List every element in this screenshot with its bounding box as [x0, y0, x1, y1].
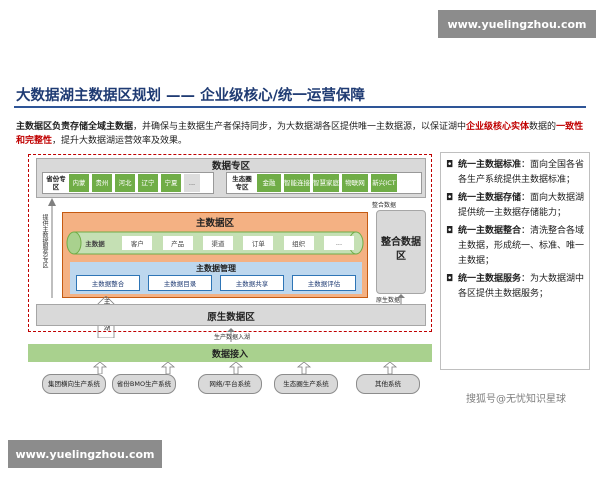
watermark-bottom: www.yuelingzhou.com	[8, 440, 162, 468]
master-entity: 渠道	[202, 236, 233, 250]
intro-text-2: 数据的	[529, 122, 557, 132]
ecology-chip: 物联网	[342, 174, 368, 192]
data-access-bar	[28, 344, 432, 362]
master-mgmt-row: 主数据整合 主数据目录 主数据共享 主数据评估	[76, 275, 356, 291]
ecology-chip: 智能连接	[284, 174, 310, 192]
bullet-icon: ◘	[446, 193, 454, 203]
province-chip: 宁夏	[161, 174, 181, 192]
bullet-item: ◘ 统一主数据标准：面向全国各省各生产系统提供主数据标准；	[446, 158, 586, 188]
master-entity-label: 主数据	[85, 240, 105, 248]
page-title: 大数据湖主数据区规划 —— 企业级核心/统一运营保障	[16, 88, 365, 104]
ingest-arrow	[227, 328, 235, 342]
intro-highlight-3: 一致性和完整性	[16, 122, 584, 146]
title-underline	[14, 106, 586, 108]
bullet-text: ：面向大数据湖提供统一主数据存储能力；	[458, 193, 585, 218]
ecology-chip: 智慧家庭	[313, 174, 339, 192]
bullet-icon: ◘	[446, 274, 454, 284]
raw-data-zone-title: 原生数据区	[207, 312, 255, 323]
master-entity: 组织	[283, 236, 314, 250]
footer-watermark: 搜狐号@无忧知识星球	[466, 394, 566, 405]
master-entity: 产品	[162, 236, 193, 250]
source-arrows	[92, 362, 398, 374]
source-system: 集团横向生产系统	[42, 374, 106, 394]
province-zone-group: 省份专区 内蒙 贵州 河北 辽宁 宁夏 ...	[42, 172, 214, 194]
bullet-text: ：面向全国各省各生产系统提供主数据标准；	[458, 160, 585, 185]
data-access-title: 数据接入	[211, 350, 248, 360]
bullet-item: ◘ 统一主数据整合：清洗整合各域主数据，形成统一、标准、唯一主数据；	[446, 224, 586, 269]
ecology-chip: 金融	[257, 174, 281, 192]
intro-text-3: ，提升大数据湖运营效率及效果。	[52, 136, 188, 146]
province-chip-more: ...	[184, 174, 200, 192]
left-up-arrow	[48, 198, 56, 298]
intro-highlight-1: 主数据区负责存储全域主数据	[16, 122, 134, 132]
raw-data-label: 原生数据	[376, 297, 401, 304]
province-chip: 辽宁	[138, 174, 158, 192]
master-data-management-title: 主数据管理	[196, 264, 236, 273]
bullet-text: ：为大数据湖中各区提供主数据服务；	[458, 274, 585, 299]
bullet-item: ◘ 统一主数据服务：为大数据湖中各区提供主数据服务；	[446, 272, 586, 302]
ecology-zone-group: 生态圈专区 金融 智能连接 智慧家庭 物联网 新兴ICT	[226, 172, 422, 194]
province-chip: 河北	[115, 174, 135, 192]
master-entity-row: 主数据 客户 产品 渠道 订单 组织 ...	[78, 236, 354, 250]
bullet-title: 统一主数据整合	[458, 226, 522, 236]
source-system: 省份BMO生产系统	[112, 374, 176, 394]
watermark-top: www.yuelingzhou.com	[438, 10, 596, 38]
source-system: 其他系统	[356, 374, 420, 394]
bullet-title: 统一主数据标准	[458, 160, 522, 170]
data-zone-title: 数据专区	[211, 161, 250, 172]
source-system: 生态圈生产系统	[274, 374, 338, 394]
intro-text-1: ，并确保与主数据生产者保持同步，为大数据湖各区提供唯一主数据源，以保证湖中	[133, 122, 467, 132]
province-chip: 内蒙	[69, 174, 89, 192]
master-entity: 客户	[122, 236, 153, 250]
master-mgmt-item: 主数据评估	[292, 275, 356, 291]
bullet-list: ◘ 统一主数据标准：面向全国各省各生产系统提供主数据标准； ◘ 统一主数据存储：…	[446, 158, 586, 305]
raw-data-zone	[36, 304, 426, 326]
bullet-icon: ◘	[446, 226, 454, 236]
bullet-title: 统一主数据存储	[458, 193, 522, 203]
intro-paragraph: 主数据区负责存储全域主数据，并确保与主数据生产者保持同步，为大数据湖各区提供唯一…	[16, 120, 586, 148]
master-data-zone-title: 主数据区	[195, 218, 234, 229]
bullet-text: ：清洗整合各域主数据，形成统一、标准、唯一主数据；	[458, 226, 585, 266]
ecology-chip: 新兴ICT	[371, 174, 397, 192]
master-mgmt-item: 主数据目录	[148, 275, 212, 291]
bullet-item: ◘ 统一主数据存储：面向大数据湖提供统一主数据存储能力；	[446, 191, 586, 221]
master-entity: 订单	[243, 236, 274, 250]
bullet-icon: ◘	[446, 160, 454, 170]
province-chip: 贵州	[92, 174, 112, 192]
province-zone-label: 省份专区	[46, 175, 66, 191]
master-entity: ...	[323, 236, 354, 250]
integration-data-label: 整合数据	[372, 202, 397, 209]
source-system: 网络/平台系统	[198, 374, 262, 394]
master-mgmt-item: 主数据整合	[76, 275, 140, 291]
intro-highlight-2: 企业级核心实体	[466, 122, 530, 132]
bullet-title: 统一主数据服务	[458, 274, 522, 284]
master-service-vertical-label: 提供主数据服务专区	[41, 214, 48, 268]
integration-zone-title: 整合数据区	[381, 237, 421, 262]
ecology-zone-label: 生态圈专区	[232, 175, 252, 191]
master-mgmt-item: 主数据共享	[220, 275, 284, 291]
production-ingest-label: 生产数据入湖	[214, 334, 251, 341]
bullet-panel	[440, 152, 590, 370]
integration-zone	[376, 210, 426, 294]
